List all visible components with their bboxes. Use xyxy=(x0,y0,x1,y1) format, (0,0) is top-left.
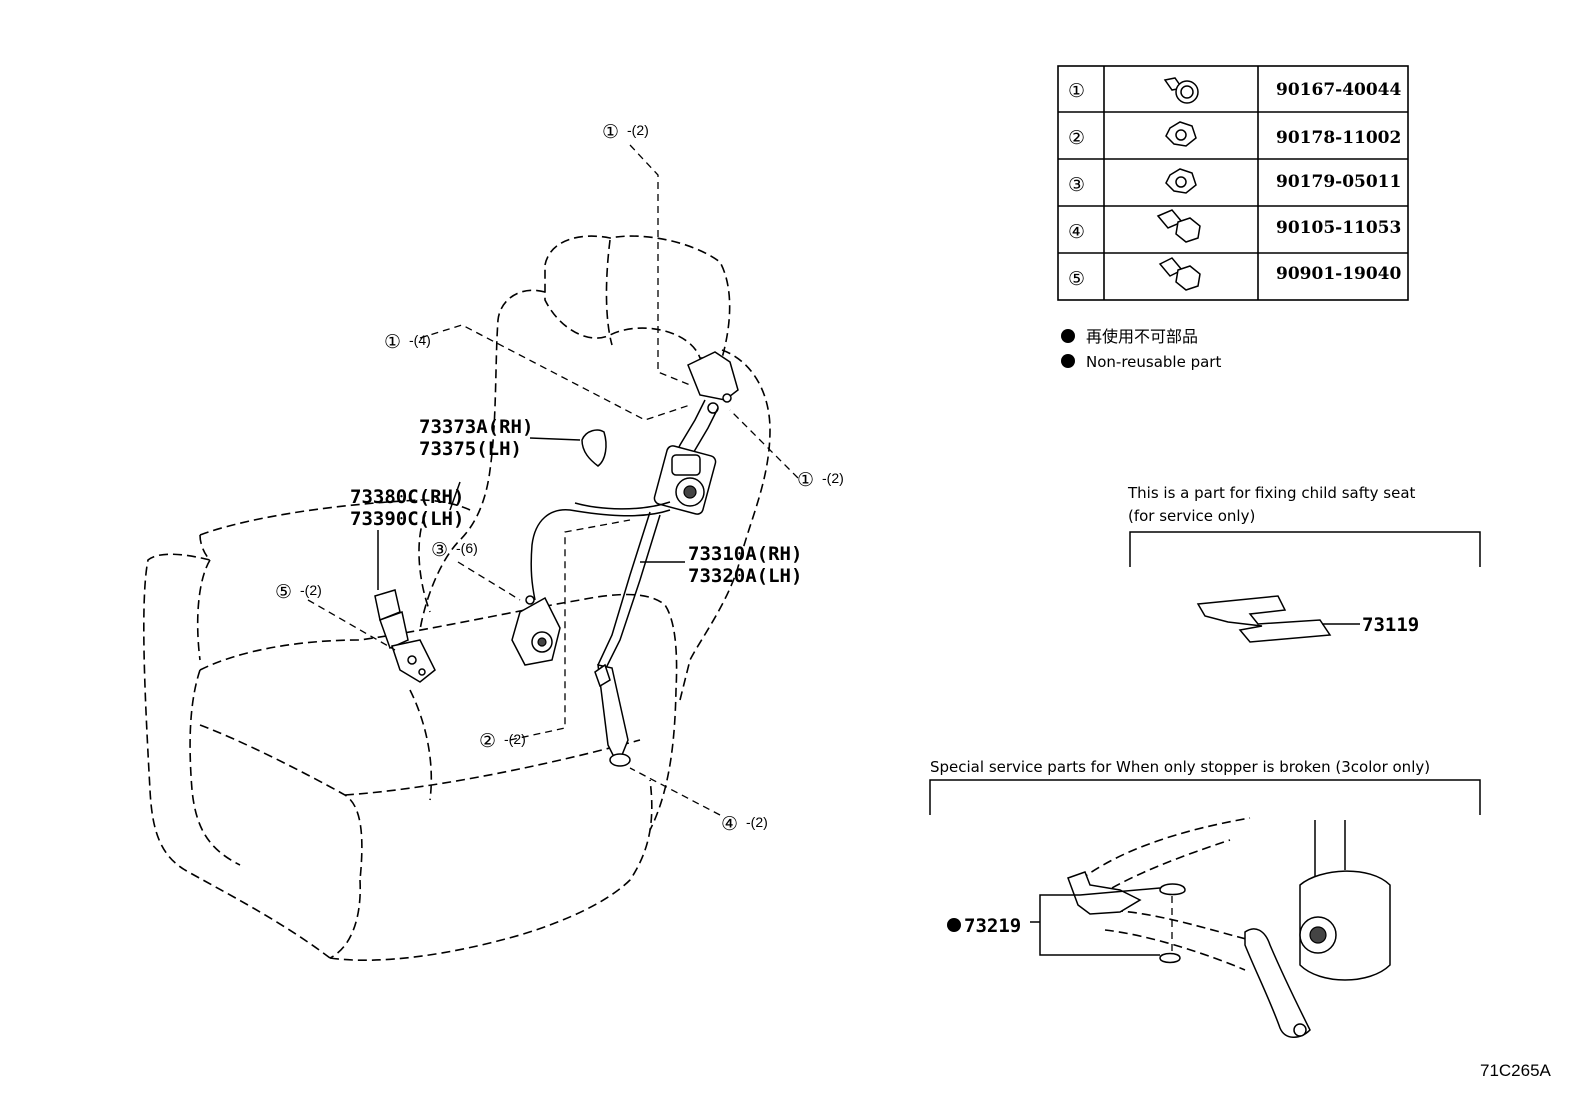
seat-belt-assembly xyxy=(374,351,739,767)
callout-1-right: ① -(2) xyxy=(797,470,844,491)
hex-bolt-icon xyxy=(1158,257,1201,291)
callout-number: ① xyxy=(384,332,401,353)
seat-outline xyxy=(142,235,771,962)
row-number: ① xyxy=(1068,81,1085,102)
row-number: ④ xyxy=(1068,222,1085,243)
callout-quantity: -(2) xyxy=(300,582,322,598)
part-number-73320a: 73320A(LH) xyxy=(688,565,802,587)
child-seat-note-line2: (for service only) xyxy=(1128,507,1255,525)
callout-4: ④ -(2) xyxy=(721,814,768,835)
part-number: 90901-19040 xyxy=(1276,264,1402,284)
part-number-73310a: 73310A(RH) xyxy=(688,543,802,565)
child-seat-section: This is a part for fixing child safty se… xyxy=(1127,484,1481,643)
child-seat-note-line1: This is a part for fixing child safty se… xyxy=(1127,484,1416,502)
callout-number: ④ xyxy=(721,814,738,835)
child-seat-bracket-icon xyxy=(1196,595,1332,643)
legend-en-text: Non-reusable part xyxy=(1086,353,1221,371)
non-reusable-dot-icon xyxy=(1061,354,1075,368)
part-number: 90105-11053 xyxy=(1276,218,1401,238)
part-number-73375: 73375(LH) xyxy=(419,438,522,460)
callout-number: ② xyxy=(479,731,496,752)
non-reusable-dot-icon xyxy=(947,918,961,932)
callout-3: ③ -(6) xyxy=(431,540,478,561)
hex-nut-icon xyxy=(1165,121,1197,147)
leader-lines xyxy=(307,144,799,816)
part-number: 90178-11002 xyxy=(1276,128,1401,148)
callout-quantity: -(2) xyxy=(746,814,768,830)
callout-1-left: ① -(4) xyxy=(384,332,431,353)
callout-number: ① xyxy=(602,122,619,143)
part-number-73380c: 73380C(RH) xyxy=(350,486,464,508)
table-row: ① 90167-40044 xyxy=(1068,77,1402,104)
table-row: ② 90178-11002 xyxy=(1068,121,1401,149)
callout-quantity: -(2) xyxy=(822,470,844,486)
non-reusable-dot-icon xyxy=(1061,329,1075,343)
part-number-73373a: 73373A(RH) xyxy=(419,416,533,438)
hex-bolt-icon xyxy=(1156,209,1201,243)
callout-quantity: -(4) xyxy=(409,332,431,348)
callout-1-top: ① -(2) xyxy=(602,122,649,143)
table-row: ④ 90105-11053 xyxy=(1068,209,1401,243)
special-service-note: Special service parts for When only stop… xyxy=(930,758,1430,776)
legend: 再使用不可部品 Non-reusable part xyxy=(1061,327,1221,371)
table-row: ③ 90179-05011 xyxy=(1068,168,1401,196)
part-number-73219: 73219 xyxy=(964,915,1021,937)
callout-number: ① xyxy=(797,470,814,491)
diagram-code: 71C265A xyxy=(1480,1061,1552,1080)
part-number-73119: 73119 xyxy=(1362,614,1419,636)
part-number: 90167-40044 xyxy=(1276,80,1402,100)
legend-jp-text: 再使用不可部品 xyxy=(1086,327,1198,346)
callout-quantity: -(2) xyxy=(504,731,526,747)
hex-nut-icon xyxy=(1165,168,1197,194)
fastener-table: ① 90167-40044 ② 90178-11002 ③ 90179 xyxy=(1057,65,1409,301)
part-number-73390c: 73390C(LH) xyxy=(350,508,464,530)
callout-number: ③ xyxy=(431,540,448,561)
row-number: ⑤ xyxy=(1068,269,1085,290)
row-number: ③ xyxy=(1068,175,1085,196)
callout-quantity: -(2) xyxy=(627,122,649,138)
part-number: 90179-05011 xyxy=(1276,172,1401,192)
table-row: ⑤ 90901-19040 xyxy=(1068,257,1402,291)
callout-quantity: -(6) xyxy=(456,540,478,556)
bolt-with-washer-icon xyxy=(1163,77,1199,104)
row-number: ② xyxy=(1068,128,1085,149)
callout-2: ② -(2) xyxy=(479,731,526,752)
special-service-section: Special service parts for When only stop… xyxy=(929,758,1481,1038)
callout-number: ⑤ xyxy=(275,582,292,603)
callout-5: ⑤ -(2) xyxy=(275,582,322,603)
